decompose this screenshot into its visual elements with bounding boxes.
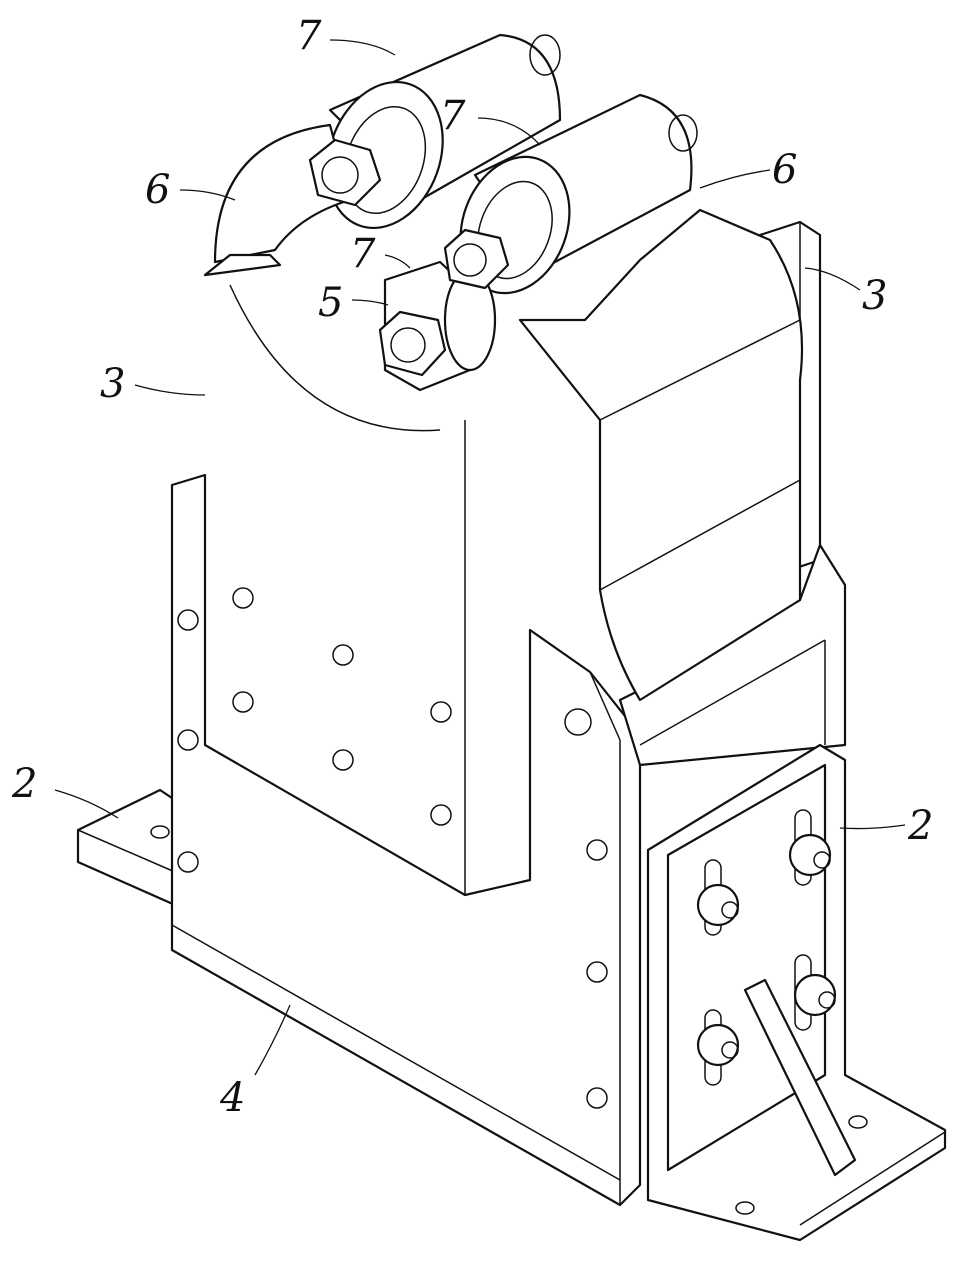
label-housing: 4	[220, 1078, 245, 1118]
right-bracket	[648, 745, 945, 1240]
label-plate-left: 3	[100, 364, 125, 404]
label-arm-right: 6	[772, 150, 797, 190]
label-base-left: 2	[12, 764, 37, 804]
label-plate-right: 3	[862, 276, 887, 316]
label-roller-small: 7	[350, 234, 375, 274]
label-roller-top-left: 7	[296, 16, 321, 56]
label-shaft: 5	[318, 283, 343, 323]
label-roller-top-right: 7	[440, 96, 465, 136]
label-base-right: 2	[908, 806, 933, 846]
left-base-plate	[78, 790, 175, 905]
label-arm-left: 6	[145, 170, 170, 210]
